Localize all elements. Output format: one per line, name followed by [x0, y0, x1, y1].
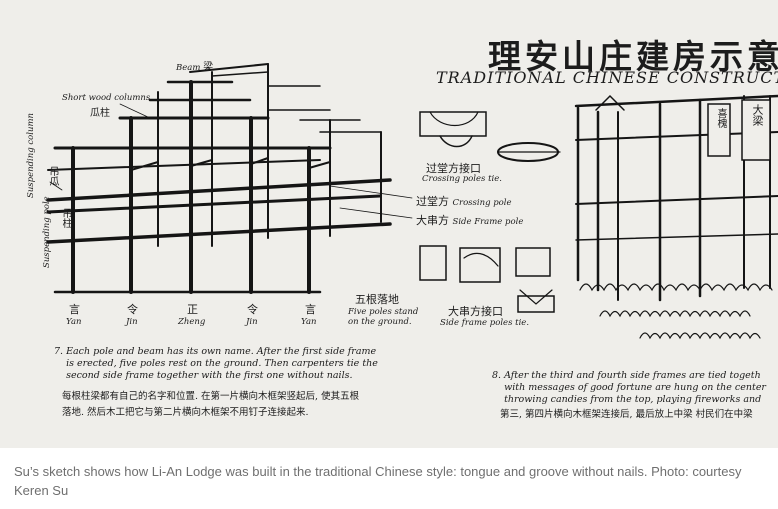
suspending-column-label-cn: 吊瓜 [47, 166, 58, 186]
pole-name-en: Jin [126, 317, 138, 327]
crossing-poles-tie-label-cn: 过堂方接口 [426, 162, 481, 175]
pole-name-cn: 言 [305, 303, 316, 316]
short-columns-label: Short wood columns [62, 93, 151, 103]
short-columns-label-cn: 瓜柱 [90, 108, 110, 119]
note-7-chinese: 每根柱梁都有自己的名字和位置. 在第一片横向木框架竖起后, 使其五根 落地. 然… [62, 391, 360, 418]
pole-name-cn: 令 [247, 303, 258, 316]
suspending-pole-label-cn: 吊柱 [60, 208, 71, 228]
sketch-title-chinese: 理安山庄建房示意 [488, 37, 778, 76]
pole-name-cn: 正 [187, 303, 198, 316]
five-poles-label-en-1: Five poles stand [348, 307, 419, 317]
side-frame-pole-label: 大串方 Side Frame pole [416, 214, 524, 227]
frame-drawing [46, 63, 778, 340]
note-8-chinese: 第三, 第四片横向木框架连接后, 最后放上中梁 村民们在中梁 [500, 409, 753, 420]
beam-label: Beam 梁 [176, 62, 214, 73]
pole-name-en: Jin [246, 317, 258, 327]
note-8-english: 8. After the third and fourth side frame… [492, 370, 766, 405]
pole-name-en: Yan [301, 317, 317, 327]
five-poles-label-cn: 五根落地 [355, 293, 399, 306]
side-frame-poles-tie-label-cn: 大串方接口 [448, 305, 503, 318]
sign-2: 大梁 [751, 104, 764, 126]
pole-name-en: Yan [66, 317, 82, 327]
sketch-title-english: TRADITIONAL CHINESE CONSTRUCTION AL [436, 68, 778, 87]
five-poles-label-en-2: on the ground. [348, 317, 412, 327]
note-7-english: 7. Each pole and beam has its own name. … [54, 346, 378, 381]
crossing-poles-tie-label-en: Crossing poles tie. [422, 174, 502, 184]
construction-sketch-image: 理安山庄建房示意 TRADITIONAL CHINESE CONSTRUCTIO… [0, 0, 778, 448]
suspending-pole-label: Suspending pole [42, 196, 52, 268]
side-frame-poles-tie-label-en: Side frame poles tie. [440, 318, 530, 328]
figure-caption: Su’s sketch shows how Li-An Lodge was bu… [14, 464, 742, 498]
pole-name-en: Zheng [178, 317, 206, 327]
sign-1: 喜槐 [715, 108, 726, 128]
crossing-pole-label: 过堂方 Crossing pole [416, 195, 512, 208]
pole-name-cn: 言 [69, 303, 80, 316]
pole-name-cn: 令 [127, 303, 138, 316]
suspending-column-label: Suspending column [26, 113, 36, 198]
